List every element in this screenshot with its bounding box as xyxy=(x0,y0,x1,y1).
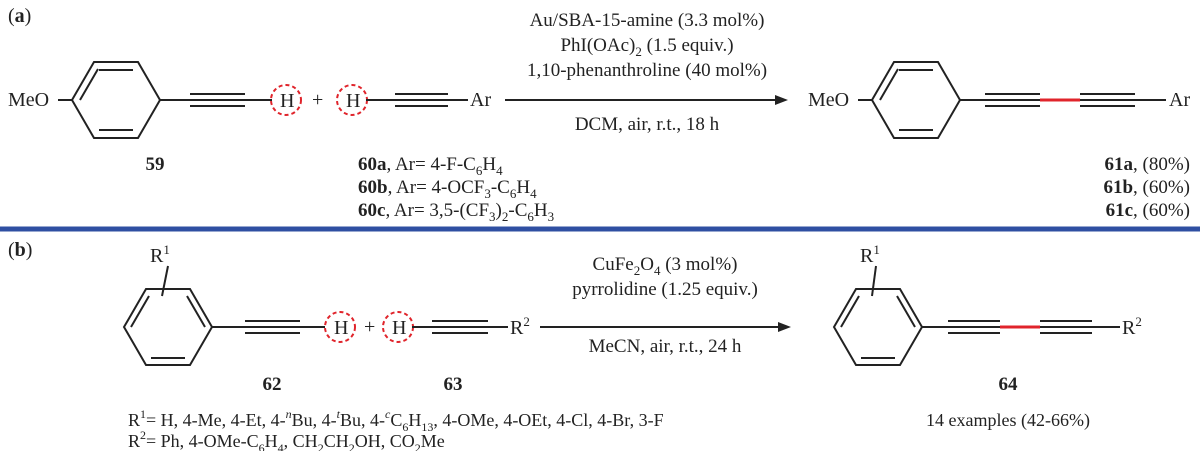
r1-scope-list: R1= H, 4-Me, 4-Et, 4-nBu, 4-tBu, 4-cC6H1… xyxy=(128,407,664,434)
reaction-arrow-a xyxy=(505,95,788,105)
r1-substituent-label: R1 xyxy=(150,242,170,267)
conditions-solvent: DCM, air, r.t., 18 h xyxy=(575,114,720,135)
benzene-ring xyxy=(870,61,962,139)
conditions-catalyst: CuFe2O4 (3 mol%) xyxy=(593,254,738,278)
conditions-oxidant: PhI(OAc)2 (1.5 equiv.) xyxy=(560,35,733,59)
terminal-h-label: H xyxy=(392,317,406,339)
panel-b-label: (b) xyxy=(8,239,32,261)
alkyne-triple-bond xyxy=(395,93,448,107)
conditions-solvent: MeCN, air, r.t., 24 h xyxy=(589,336,742,357)
plus-sign: + xyxy=(312,89,323,111)
alkyne-triple-bond xyxy=(948,320,1000,334)
alkyne-triple-bond xyxy=(985,93,1040,107)
terminal-h-label: H xyxy=(334,317,348,339)
reagent-60c-label: 60c, Ar= 3,5-(CF3)2-C6H3 xyxy=(358,200,554,224)
compound-62-label: 62 xyxy=(263,374,282,395)
product-61-structure: MeO Ar xyxy=(808,61,1190,139)
compound-64-label: 64 xyxy=(999,374,1019,395)
benzene-ring xyxy=(832,288,924,366)
reactant-60-structure: H Ar xyxy=(336,84,491,116)
compound-63-label: 63 xyxy=(444,374,463,395)
reactant-62-structure: R1 H xyxy=(122,242,356,366)
conditions-ligand: 1,10-phenanthroline (40 mol%) xyxy=(527,60,767,81)
product-61b-label: 61b, (60%) xyxy=(1103,177,1190,198)
product-61a-label: 61a, (80%) xyxy=(1105,154,1190,175)
terminal-h-label: H xyxy=(346,90,360,112)
panel-a: (a) MeO H + H xyxy=(8,5,1190,224)
terminal-h-circle xyxy=(324,311,356,343)
aryl-label: Ar xyxy=(470,89,491,111)
conditions-catalyst: Au/SBA-15-amine (3.3 mol%) xyxy=(530,10,765,31)
conditions-base: pyrrolidine (1.25 equiv.) xyxy=(572,279,758,300)
aryl-label: Ar xyxy=(1169,89,1190,111)
terminal-h-circle xyxy=(270,84,302,116)
alkyne-triple-bond xyxy=(190,93,245,107)
r1-substituent-label: R1 xyxy=(860,242,880,267)
compound-59-label: 59 xyxy=(146,154,165,175)
r2-scope-list: R2= Ph, 4-OMe-C6H4, CH2CH2OH, CO2Me xyxy=(128,428,445,451)
examples-summary: 14 examples (42-66%) xyxy=(926,410,1090,431)
alkyne-triple-bond xyxy=(245,320,300,334)
r2-substituent-label: R2 xyxy=(1122,314,1142,339)
reactant-59-structure: MeO H xyxy=(8,61,302,139)
reactant-63-structure: H R2 xyxy=(382,311,530,343)
alkyne-triple-bond xyxy=(1080,93,1135,107)
product-61c-label: 61c, (60%) xyxy=(1106,200,1190,221)
benzene-ring xyxy=(122,288,214,366)
product-64-structure: R1 R2 xyxy=(832,242,1142,366)
methoxy-group-label: MeO xyxy=(8,89,49,111)
terminal-h-label: H xyxy=(280,90,294,112)
reagent-60a-label: 60a, Ar= 4-F-C6H4 xyxy=(358,154,503,178)
r2-substituent-label: R2 xyxy=(510,314,530,339)
benzene-ring xyxy=(70,61,162,139)
alkyne-triple-bond xyxy=(1040,320,1092,334)
panel-b: (b) R1 H + H xyxy=(8,239,1142,451)
plus-sign: + xyxy=(364,316,375,338)
reaction-arrow-b xyxy=(540,322,791,332)
reagent-60b-label: 60b, Ar= 4-OCF3-C6H4 xyxy=(358,177,537,201)
methoxy-group-label: MeO xyxy=(808,89,849,111)
panel-a-label: (a) xyxy=(8,5,31,27)
alkyne-triple-bond xyxy=(432,320,488,334)
